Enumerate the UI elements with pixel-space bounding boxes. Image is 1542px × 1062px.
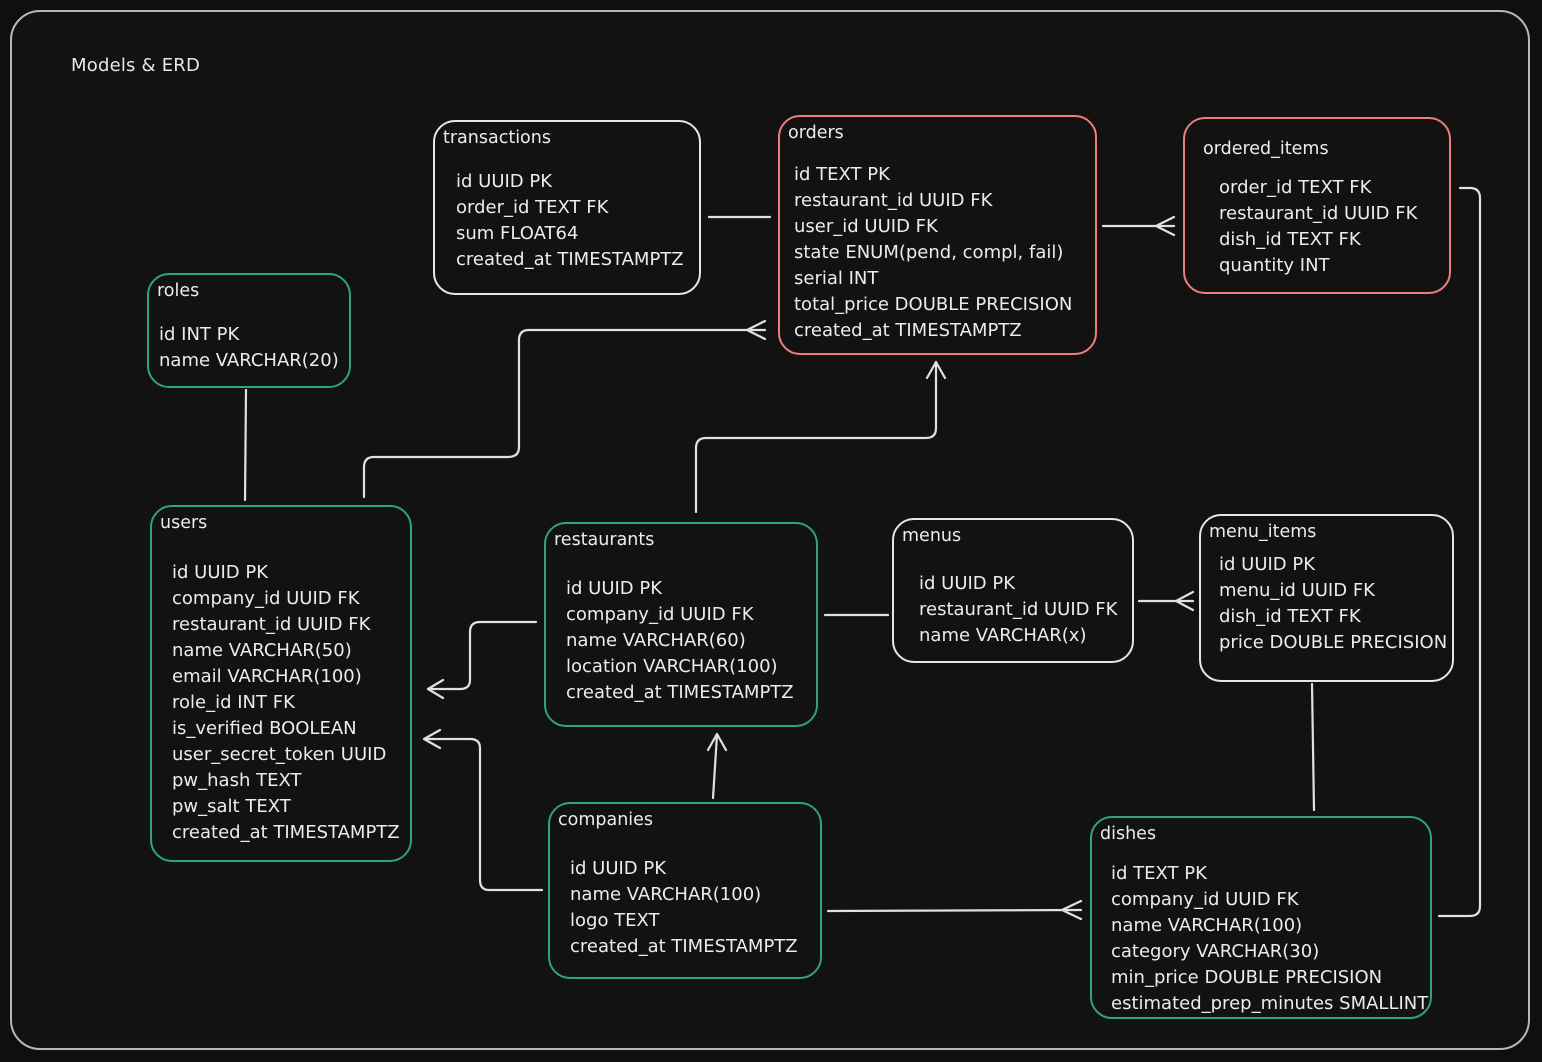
field: name VARCHAR(50) [172,640,352,661]
field: name VARCHAR(x) [919,625,1087,646]
entity-users: users id UUID PK company_id UUID FK rest… [150,505,412,862]
field: id UUID PK [1219,554,1316,575]
field: dish_id TEXT FK [1219,606,1361,627]
field-list: id UUID PK menu_id UUID FK dish_id TEXT … [1219,552,1447,656]
field: min_price DOUBLE PRECISION [1111,967,1383,988]
field: company_id UUID FK [172,588,360,609]
field: restaurant_id UUID FK [172,614,371,635]
field: total_price DOUBLE PRECISION [794,294,1073,315]
field-list: id TEXT PK company_id UUID FK name VARCH… [1111,861,1428,1017]
field-list: id UUID PK name VARCHAR(100) logo TEXT c… [570,856,798,960]
field: id TEXT PK [794,164,890,185]
entity-name: dishes [1100,824,1157,844]
field: created_at TIMESTAMPTZ [570,936,798,957]
field: company_id UUID FK [566,604,754,625]
field: restaurant_id UUID FK [919,599,1118,620]
entity-companies: companies id UUID PK name VARCHAR(100) l… [548,802,822,979]
field: id UUID PK [570,858,667,879]
field: restaurant_id UUID FK [794,190,993,211]
entity-name: menus [902,526,962,546]
field: created_at TIMESTAMPTZ [456,249,684,270]
entity-dishes: dishes id TEXT PK company_id UUID FK nam… [1090,816,1432,1019]
field: name VARCHAR(100) [1111,915,1303,936]
field: created_at TIMESTAMPTZ [566,682,794,703]
entity-name: menu_items [1209,522,1317,542]
field: dish_id TEXT FK [1219,229,1361,250]
field: id UUID PK [172,562,269,583]
field: estimated_prep_minutes SMALLINT [1111,993,1429,1014]
field: restaurant_id UUID FK [1219,203,1418,224]
field-list: id TEXT PK restaurant_id UUID FK user_id… [794,162,1072,344]
field: location VARCHAR(100) [566,656,778,677]
field-list: id UUID PK order_id TEXT FK sum FLOAT64 … [456,169,684,273]
field: role_id INT FK [172,692,295,713]
field: user_id UUID FK [794,216,938,237]
field: id TEXT PK [1111,863,1207,884]
entity-name: roles [157,281,200,301]
entity-name: orders [788,123,844,143]
entity-name: transactions [443,128,551,148]
field: company_id UUID FK [1111,889,1299,910]
field: pw_salt TEXT [172,796,291,817]
field: created_at TIMESTAMPTZ [794,320,1022,341]
field: email VARCHAR(100) [172,666,362,687]
field-list: id UUID PK company_id UUID FK name VARCH… [566,576,794,706]
diagram-title: Models & ERD [71,55,201,76]
field: is_verified BOOLEAN [172,718,357,739]
field: id INT PK [159,324,240,345]
field: user_secret_token UUID [172,744,387,765]
field-list: order_id TEXT FK restaurant_id UUID FK d… [1219,175,1417,279]
field: name VARCHAR(100) [570,884,762,905]
field: state ENUM(pend, compl, fail) [794,242,1064,263]
field: id UUID PK [566,578,663,599]
entity-transactions: transactions id UUID PK order_id TEXT FK… [433,120,701,295]
entity-ordered-items: ordered_items order_id TEXT FK restauran… [1183,117,1451,294]
field: id UUID PK [456,171,553,192]
entity-name: restaurants [554,530,655,550]
field: menu_id UUID FK [1219,580,1375,601]
field: order_id TEXT FK [1219,177,1372,198]
entity-menu-items: menu_items id UUID PK menu_id UUID FK di… [1199,514,1454,682]
field: id UUID PK [919,573,1016,594]
field: pw_hash TEXT [172,770,302,791]
field: quantity INT [1219,255,1330,276]
field: serial INT [794,268,879,289]
entity-name: ordered_items [1203,139,1329,159]
field-list: id UUID PK company_id UUID FK restaurant… [172,560,400,846]
field: order_id TEXT FK [456,197,609,218]
field: price DOUBLE PRECISION [1219,632,1448,653]
field: name VARCHAR(20) [159,350,339,371]
entity-roles: roles id INT PK name VARCHAR(20) [147,273,351,388]
entity-restaurants: restaurants id UUID PK company_id UUID F… [544,522,818,727]
field: name VARCHAR(60) [566,630,746,651]
field: category VARCHAR(30) [1111,941,1320,962]
field-list: id INT PK name VARCHAR(20) [159,322,339,374]
entity-orders: orders id TEXT PK restaurant_id UUID FK … [778,115,1097,355]
field: created_at TIMESTAMPTZ [172,822,400,843]
entity-menus: menus id UUID PK restaurant_id UUID FK n… [892,518,1134,663]
entity-name: companies [558,810,654,830]
entity-name: users [160,513,208,533]
field: sum FLOAT64 [456,223,579,244]
field-list: id UUID PK restaurant_id UUID FK name VA… [919,571,1117,649]
field: logo TEXT [570,910,660,931]
